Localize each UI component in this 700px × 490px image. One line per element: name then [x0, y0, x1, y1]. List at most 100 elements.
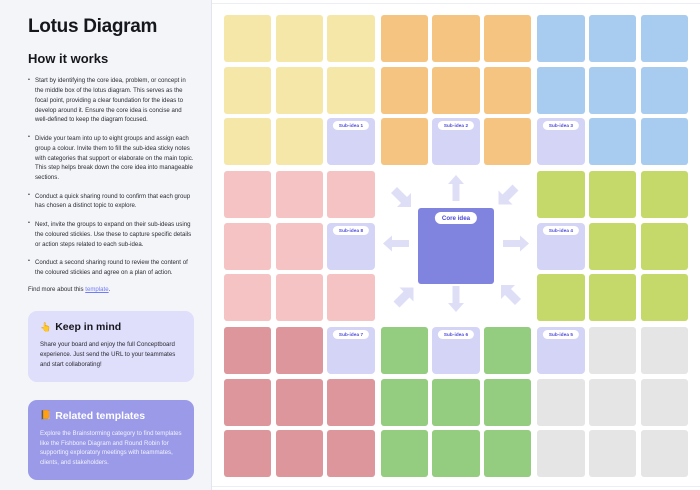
sticky-note[interactable] [275, 222, 323, 270]
pointing-up-icon: 👆 [40, 321, 52, 332]
sticky-note[interactable] [589, 274, 637, 321]
sticky-note[interactable] [589, 378, 637, 426]
sticky-note[interactable] [589, 66, 637, 114]
subidea-label: Sub-idea 8 [332, 225, 370, 235]
subidea-card-sub-idea-2[interactable]: Sub-idea 2 [432, 118, 480, 165]
sticky-note[interactable] [275, 66, 323, 114]
related-templates-body: Explore the Brainstorming category to fi… [40, 429, 182, 467]
subidea-card-sub-idea-6[interactable]: Sub-idea 6 [432, 327, 480, 374]
sticky-note[interactable] [275, 378, 323, 426]
subidea-card-sub-idea-1[interactable]: Sub-idea 1 [327, 118, 375, 165]
sticky-note[interactable] [275, 274, 323, 321]
sticky-note[interactable] [380, 66, 428, 114]
sticky-note[interactable] [432, 378, 480, 426]
sticky-note[interactable] [537, 274, 585, 321]
sticky-note[interactable] [537, 66, 585, 114]
find-more-text: Find more about this template. [28, 286, 194, 293]
sticky-note[interactable] [640, 15, 688, 62]
sticky-note[interactable] [327, 171, 375, 218]
sticky-note[interactable] [224, 430, 272, 477]
keep-in-mind-card: 👆 Keep in mind Share your board and enjo… [28, 311, 194, 382]
sticky-note[interactable] [589, 430, 637, 477]
block-w: Sub-idea 8 [224, 171, 375, 321]
subidea-label: Sub-idea 3 [542, 121, 580, 130]
sticky-note[interactable] [537, 378, 585, 426]
sticky-note[interactable] [327, 274, 375, 321]
sticky-note[interactable] [640, 222, 688, 270]
arrow-down-icon [447, 286, 464, 317]
subidea-card-sub-idea-4[interactable]: Sub-idea 4 [537, 222, 585, 270]
sticky-note[interactable] [224, 171, 272, 218]
sticky-note[interactable] [640, 430, 688, 477]
find-more-prefix: Find more about this [28, 286, 86, 294]
sticky-note[interactable] [327, 378, 375, 426]
sticky-note[interactable] [380, 378, 428, 426]
sticky-note[interactable] [275, 171, 323, 218]
sticky-note[interactable] [589, 222, 637, 270]
subidea-card-sub-idea-3[interactable]: Sub-idea 3 [537, 118, 585, 165]
core-idea-box[interactable]: Core idea [417, 208, 494, 284]
sticky-note[interactable] [484, 327, 532, 374]
sticky-note[interactable] [589, 118, 637, 165]
sticky-note[interactable] [640, 274, 688, 321]
sticky-note[interactable] [380, 327, 428, 374]
subidea-card-sub-idea-5[interactable]: Sub-idea 5 [537, 327, 585, 374]
sticky-note[interactable] [640, 171, 688, 218]
sticky-note[interactable] [537, 15, 585, 62]
sticky-note[interactable] [224, 222, 272, 270]
sticky-note[interactable] [224, 274, 272, 321]
arrow-down-left-icon [384, 287, 414, 312]
sticky-note[interactable] [484, 15, 532, 62]
sticky-note[interactable] [224, 378, 272, 426]
instructions-sidebar: Lotus Diagram How it works Start by iden… [0, 0, 212, 490]
block-n: Sub-idea 2 [380, 15, 532, 165]
sticky-note[interactable] [327, 15, 375, 62]
sticky-note[interactable] [380, 430, 428, 477]
sticky-note[interactable] [432, 15, 480, 62]
sticky-note[interactable] [640, 378, 688, 426]
subidea-card-sub-idea-8[interactable]: Sub-idea 8 [327, 222, 375, 270]
sticky-note[interactable] [589, 15, 637, 62]
subidea-card-sub-idea-7[interactable]: Sub-idea 7 [327, 327, 375, 374]
sticky-note[interactable] [380, 118, 428, 165]
sticky-note[interactable] [275, 327, 323, 374]
sticky-note[interactable] [589, 171, 637, 218]
sticky-note[interactable] [537, 171, 585, 218]
arrow-up-left-icon [387, 178, 411, 207]
sticky-note[interactable] [275, 118, 323, 165]
canvas-bottom-rule [212, 486, 700, 487]
sticky-note[interactable] [224, 66, 272, 114]
sticky-note[interactable] [432, 66, 480, 114]
sticky-note[interactable] [640, 66, 688, 114]
core-idea-label: Core idea [434, 212, 478, 224]
sticky-note[interactable] [380, 15, 428, 62]
related-templates-card[interactable]: 📙 Related templates Explore the Brainsto… [28, 399, 194, 481]
sticky-note[interactable] [327, 66, 375, 114]
sticky-note[interactable] [484, 430, 532, 477]
block-ne: Sub-idea 3 [537, 15, 688, 165]
sticky-note[interactable] [224, 118, 272, 165]
sticky-note[interactable] [275, 15, 323, 62]
sticky-note[interactable] [275, 430, 323, 477]
sticky-note[interactable] [484, 66, 532, 114]
sticky-note[interactable] [537, 430, 585, 477]
sticky-note[interactable] [432, 430, 480, 477]
sticky-note[interactable] [640, 118, 688, 165]
sticky-note[interactable] [484, 118, 532, 165]
sticky-note[interactable] [484, 378, 532, 426]
sticky-note[interactable] [224, 327, 272, 374]
template-link[interactable]: template [85, 286, 109, 294]
arrow-right-icon [503, 235, 530, 257]
list-item: Conduct a second sharing round to review… [28, 257, 194, 278]
sidebar-divider [211, 0, 212, 490]
sticky-note[interactable] [224, 15, 272, 62]
keep-in-mind-header: 👆 Keep in mind [40, 321, 182, 333]
sticky-note[interactable] [327, 430, 375, 477]
sticky-note[interactable] [589, 327, 637, 374]
sticky-note[interactable] [640, 327, 688, 374]
block-center: Core idea [381, 171, 532, 321]
lotus-grid: Sub-idea 1 Sub-idea 2 Sub-idea 3 Sub-idea 8… [224, 15, 688, 477]
subidea-label: Sub-idea 5 [542, 330, 580, 339]
diagram-canvas[interactable]: Sub-idea 1 Sub-idea 2 Sub-idea 3 Sub-idea 8… [212, 0, 700, 490]
